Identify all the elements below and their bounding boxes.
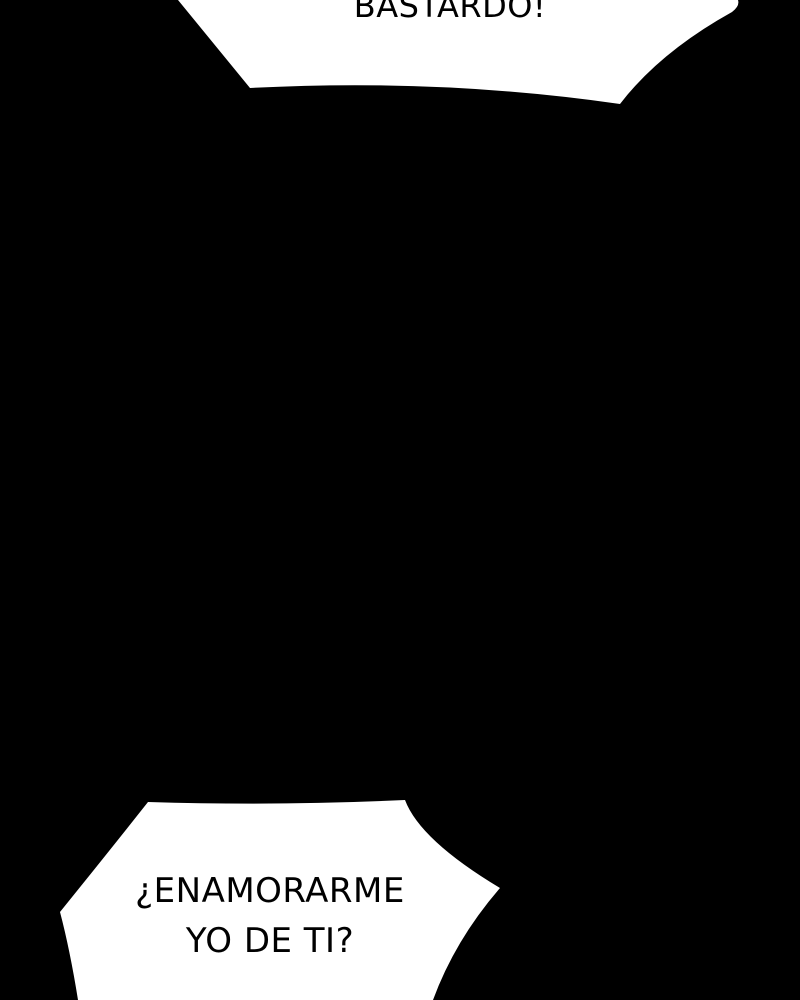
top-balloon-line: BASTARDO! bbox=[353, 0, 547, 25]
top-balloon-text: BASTARDO! bbox=[300, 0, 600, 26]
bottom-balloon-text: ¿ENAMORARME YO DE TI? bbox=[70, 866, 470, 966]
bottom-speech-balloon bbox=[60, 800, 500, 1000]
bottom-balloon-line-1: ¿ENAMORARME bbox=[135, 871, 405, 911]
bottom-balloon-line-2: YO DE TI? bbox=[185, 921, 355, 961]
top-speech-balloon bbox=[178, 0, 739, 104]
